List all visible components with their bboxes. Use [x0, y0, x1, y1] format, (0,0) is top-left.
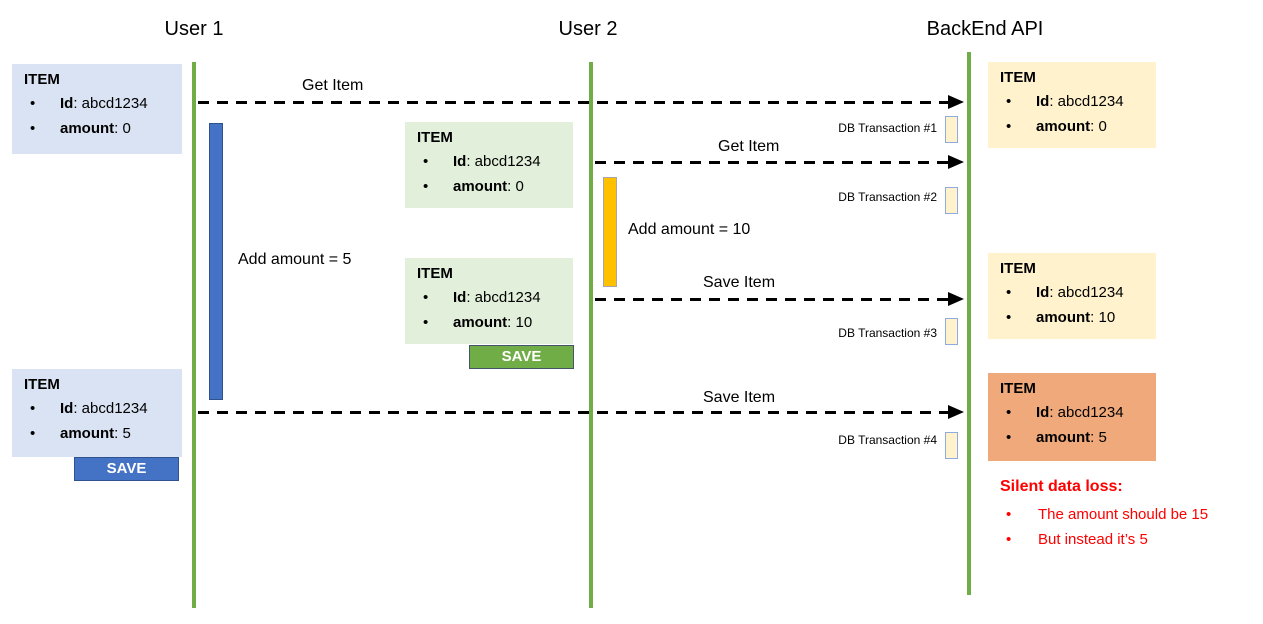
item-id-row: Id: abcd1234	[417, 149, 563, 174]
item-title: ITEM	[24, 71, 60, 88]
item-title: ITEM	[24, 376, 60, 393]
item-box-user2-updated: ITEM Id: abcd1234 amount: 10	[405, 258, 573, 344]
item-amount-row: amount: 0	[1000, 114, 1146, 139]
lifeline-user2	[589, 62, 593, 608]
lane-title-backend: BackEnd API	[926, 18, 1044, 40]
item-amount-row: amount: 0	[24, 116, 172, 141]
note-bullet: But instead it’s 5	[1000, 527, 1263, 552]
item-id-row: Id: abcd1234	[1000, 280, 1146, 305]
item-amount-row: amount: 0	[417, 174, 563, 199]
note-title: Silent data loss:	[1000, 478, 1123, 495]
item-title: ITEM	[417, 265, 453, 282]
item-box-user1-initial: ITEM Id: abcd1234 amount: 0	[12, 64, 182, 154]
arrow-label-save-item-2: Save Item	[703, 389, 776, 406]
save-button-user1[interactable]: SAVE	[74, 457, 179, 481]
action-label-add-amount-10: Add amount = 10	[628, 221, 751, 238]
item-id-row: Id: abcd1234	[417, 285, 563, 310]
save-button-user2[interactable]: SAVE	[469, 345, 574, 369]
item-title: ITEM	[1000, 260, 1036, 277]
lane-title-user2: User 2	[558, 18, 618, 40]
item-box-backend-2: ITEM Id: abcd1234 amount: 10	[988, 253, 1156, 339]
item-amount-row: amount: 10	[1000, 305, 1146, 330]
item-title: ITEM	[417, 129, 453, 146]
note-bullet: The amount should be 15	[1000, 502, 1263, 527]
item-id-row: Id: abcd1234	[24, 396, 172, 421]
arrow-label-get-item-1: Get Item	[302, 77, 364, 94]
db-transaction-1-marker	[945, 116, 958, 143]
item-amount-row: amount: 5	[24, 421, 172, 446]
lifeline-user1	[192, 62, 196, 608]
lane-title-user1: User 1	[164, 18, 224, 40]
item-box-backend-final: ITEM Id: abcd1234 amount: 5	[988, 373, 1156, 461]
db-transaction-2-marker	[945, 187, 958, 214]
item-box-user2-initial: ITEM Id: abcd1234 amount: 0	[405, 122, 573, 208]
arrow-label-save-item-1: Save Item	[703, 274, 776, 291]
db-transaction-4-label: DB Transaction #4	[838, 433, 937, 447]
action-label-add-amount-5: Add amount = 5	[238, 251, 352, 268]
item-id-row: Id: abcd1234	[1000, 89, 1146, 114]
silent-data-loss-note: Silent data loss: The amount should be 1…	[1000, 478, 1263, 552]
db-transaction-3-label: DB Transaction #3	[838, 326, 937, 340]
arrow-get-item-1	[198, 101, 950, 104]
arrow-save-item-2	[198, 411, 950, 414]
item-title: ITEM	[1000, 380, 1036, 397]
arrow-save-item-1	[595, 298, 950, 301]
activation-bar-user1	[209, 123, 223, 400]
arrowhead-icon	[948, 155, 964, 169]
db-transaction-4-marker	[945, 432, 958, 459]
db-transaction-1-label: DB Transaction #1	[838, 121, 937, 135]
item-amount-row: amount: 5	[1000, 425, 1146, 450]
activation-bar-user2	[603, 177, 617, 287]
item-id-row: Id: abcd1234	[1000, 400, 1146, 425]
item-title: ITEM	[1000, 69, 1036, 86]
item-amount-row: amount: 10	[417, 310, 563, 335]
item-box-backend-1: ITEM Id: abcd1234 amount: 0	[988, 62, 1156, 148]
db-transaction-2-label: DB Transaction #2	[838, 190, 937, 204]
lifeline-backend	[967, 52, 971, 595]
arrowhead-icon	[948, 292, 964, 306]
arrow-get-item-2	[595, 161, 950, 164]
db-transaction-3-marker	[945, 318, 958, 345]
arrowhead-icon	[948, 405, 964, 419]
item-box-user1-updated: ITEM Id: abcd1234 amount: 5	[12, 369, 182, 457]
arrowhead-icon	[948, 95, 964, 109]
item-id-row: Id: abcd1234	[24, 91, 172, 116]
arrow-label-get-item-2: Get Item	[718, 138, 780, 155]
